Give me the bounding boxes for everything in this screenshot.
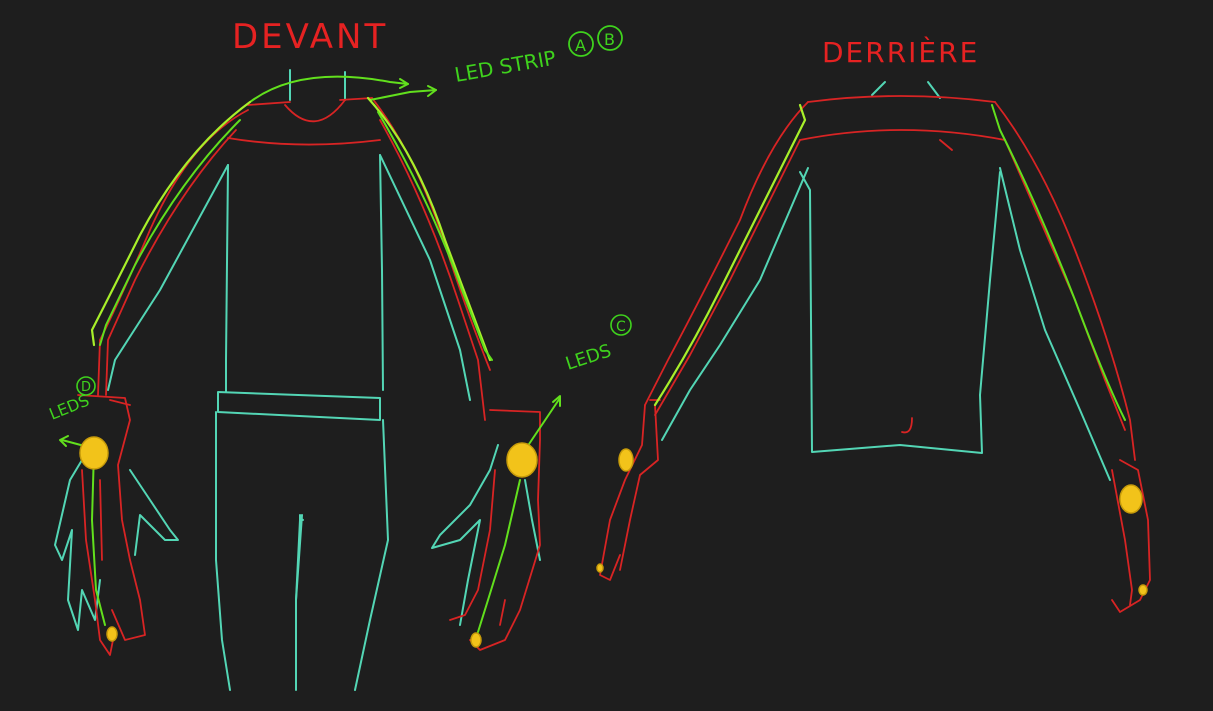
front-garment-outline: [54, 69, 541, 691]
led-back-right-wrist: [1119, 484, 1143, 514]
leds-right-annotation: LEDS C: [563, 314, 632, 375]
leds-left-annotation: LEDS D: [46, 376, 96, 424]
led-left-wrist: [79, 436, 109, 470]
back-green-led-strips: [653, 103, 1126, 421]
led-strip-label: LED STRIP: [453, 46, 558, 87]
back-title: DERRIÈRE: [822, 35, 979, 69]
led-strip-mark-a: A: [575, 36, 586, 55]
led-right-finger: [470, 632, 482, 648]
led-right-wrist: [506, 442, 538, 478]
led-back-right-finger: [1138, 584, 1148, 596]
front-leds: [79, 436, 538, 648]
front-green-led-strips: [59, 75, 561, 633]
led-back-left-wrist: [618, 448, 634, 472]
led-strip-mark-b: B: [604, 30, 615, 49]
front-title: DEVANT: [232, 17, 388, 57]
leds-left-mark: D: [81, 380, 91, 395]
back-garment-outline: [661, 81, 1111, 481]
leds-right-mark: C: [616, 319, 626, 335]
back-leds: [596, 448, 1148, 596]
led-back-left-finger: [596, 563, 604, 573]
led-strip-annotation: LED STRIP A B: [453, 25, 623, 87]
leds-right-label: LEDS: [563, 340, 614, 374]
led-left-finger: [106, 626, 118, 642]
back-red-wiring: [599, 95, 1151, 613]
